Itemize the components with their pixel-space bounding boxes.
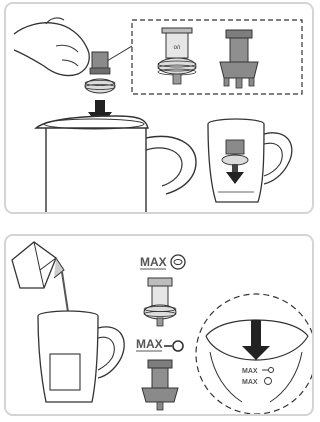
detail-max-heat-label: MAX [242, 368, 258, 375]
detail-heat-symbol-icon [269, 368, 274, 373]
svg-text:o/ı: o/ı [174, 45, 181, 51]
max-heat-marking: MAX [136, 337, 183, 351]
detail-max-whisk-label: MAX [242, 379, 258, 386]
heat-disk-symbol-icon [173, 341, 183, 351]
max-label-whisk: MAX [140, 255, 167, 269]
step-2-panel: MAX MAX [4, 234, 314, 416]
whisk-spring-symbol-icon [171, 255, 185, 269]
whisk-base-part-icon [220, 30, 258, 88]
whisk-parts-callout: o/ı [102, 20, 302, 94]
milk-jug-large-icon [36, 116, 196, 212]
step-1-panel: o/ı [4, 2, 314, 214]
whisk-spring-part-icon: o/ı [158, 28, 196, 84]
milk-carton-pouring-icon [12, 242, 68, 312]
max-whisk-marking: MAX [140, 255, 185, 269]
frother-jug-filling-icon [38, 311, 124, 402]
hand-holding-whisk-icon [14, 18, 115, 93]
callout-dashed-box [132, 20, 302, 94]
whisk-spring-part-icon [144, 278, 176, 326]
step-1-illustration: o/ı [6, 4, 312, 212]
step-2-illustration: MAX MAX [6, 236, 312, 414]
detail-whisk-symbol-icon [265, 378, 272, 385]
whisk-base-part-icon [142, 360, 178, 410]
milk-frother-small-icon [208, 119, 292, 202]
jug-interior-detail-view: MAX MAX [196, 294, 312, 414]
max-label-heat: MAX [136, 337, 163, 351]
